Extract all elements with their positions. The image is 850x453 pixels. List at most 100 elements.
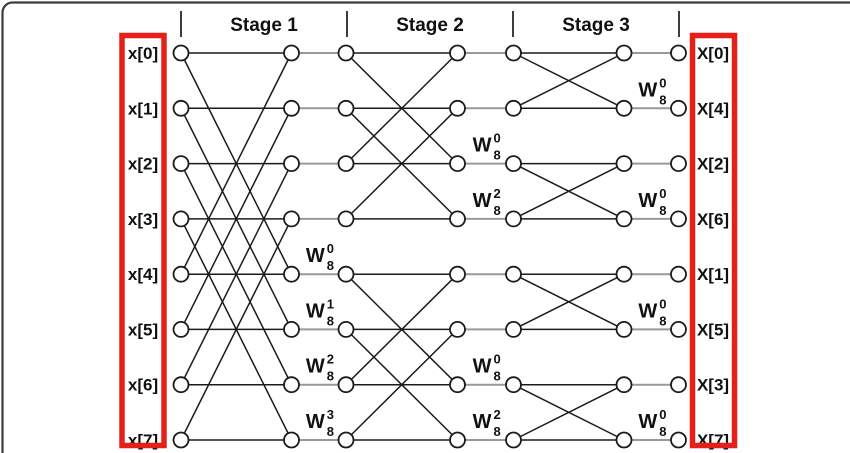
- twiddle-symbol: W: [473, 356, 492, 378]
- twiddle-exponent: 0: [659, 186, 666, 201]
- twiddle-base: 8: [659, 424, 666, 439]
- twiddle-base: 8: [494, 424, 501, 439]
- node: [283, 155, 300, 173]
- output-label: X[0]: [697, 44, 729, 63]
- node: [337, 376, 355, 394]
- node: [505, 376, 522, 394]
- butterfly-cross-edge: [345, 273, 459, 386]
- butterfly-cross-edge: [345, 107, 459, 220]
- node: [670, 99, 687, 117]
- node: [172, 210, 190, 228]
- twiddle-symbol: W: [473, 411, 492, 433]
- twiddle-base: 8: [327, 313, 334, 328]
- output-label: X[6]: [697, 210, 729, 229]
- input-label: x[6]: [128, 376, 158, 395]
- node: [615, 155, 633, 173]
- node: [615, 99, 633, 117]
- butterfly-cross-edge: [180, 163, 293, 386]
- node: [505, 320, 522, 338]
- twiddle-exponent: 0: [659, 407, 666, 422]
- node: [337, 265, 355, 283]
- twiddle-exponent: 0: [494, 131, 501, 146]
- butterfly-cross-edge: [180, 218, 293, 441]
- node: [615, 431, 633, 449]
- node: [172, 376, 190, 394]
- twiddle-base: 8: [327, 369, 334, 384]
- twiddle-symbol: W: [306, 356, 325, 378]
- node: [615, 320, 633, 338]
- node: [615, 265, 633, 283]
- twiddle-symbol: W: [638, 79, 657, 101]
- node: [505, 210, 522, 228]
- node: [449, 376, 466, 394]
- output-label: X[3]: [697, 376, 729, 395]
- output-label: X[1]: [697, 265, 729, 284]
- butterfly-cross-edge: [513, 273, 625, 331]
- node: [172, 320, 190, 338]
- input-label: x[4]: [128, 265, 158, 284]
- node: [615, 210, 633, 228]
- output-label: X[2]: [697, 155, 729, 174]
- twiddle-base: 8: [659, 203, 666, 218]
- twiddle-exponent: 1: [327, 296, 334, 311]
- input-label: x[5]: [128, 320, 158, 339]
- node: [283, 431, 300, 449]
- output-label: X[5]: [697, 320, 729, 339]
- twiddle-symbol: W: [473, 135, 492, 157]
- twiddle-symbol: W: [306, 300, 325, 322]
- twiddle-symbol: W: [306, 245, 325, 267]
- twiddle-base: 8: [494, 369, 501, 384]
- node: [505, 155, 522, 173]
- node: [505, 99, 522, 117]
- node: [283, 99, 300, 117]
- twiddle-exponent: 3: [327, 407, 334, 422]
- stage-label: Stage 2: [396, 15, 464, 36]
- butterfly-cross-edge: [345, 328, 459, 441]
- twiddle-symbol: W: [473, 190, 492, 212]
- butterfly-cross-edge: [513, 52, 625, 109]
- node: [337, 44, 355, 62]
- input-label: x[1]: [128, 99, 158, 118]
- twiddle-base: 8: [327, 424, 334, 439]
- twiddle-exponent: 0: [494, 352, 501, 367]
- node: [337, 155, 355, 173]
- node: [172, 99, 190, 117]
- butterfly-cross-edge: [345, 52, 459, 165]
- node: [337, 320, 355, 338]
- node: [449, 99, 466, 117]
- node: [283, 265, 300, 283]
- node: [670, 265, 687, 283]
- input-label: x[2]: [128, 155, 158, 174]
- input-label: x[3]: [128, 210, 158, 229]
- input-box: [119, 32, 167, 449]
- twiddle-exponent: 2: [494, 186, 501, 201]
- twiddle-exponent: 0: [327, 241, 334, 256]
- node: [172, 155, 190, 173]
- node: [670, 431, 687, 449]
- twiddle-exponent: 0: [659, 75, 666, 90]
- output-box: [689, 32, 738, 449]
- node: [337, 431, 355, 449]
- node: [449, 155, 466, 173]
- twiddle-base: 8: [327, 258, 334, 273]
- twiddle-symbol: W: [638, 300, 657, 322]
- twiddle-base: 8: [494, 203, 501, 218]
- node: [172, 44, 190, 62]
- stage-label: Stage 1: [230, 15, 298, 36]
- butterfly-cross-edge: [513, 384, 625, 441]
- twiddle-exponent: 2: [327, 352, 334, 367]
- node: [615, 376, 633, 394]
- node: [172, 265, 190, 283]
- node: [670, 210, 687, 228]
- twiddle-symbol: W: [306, 411, 325, 433]
